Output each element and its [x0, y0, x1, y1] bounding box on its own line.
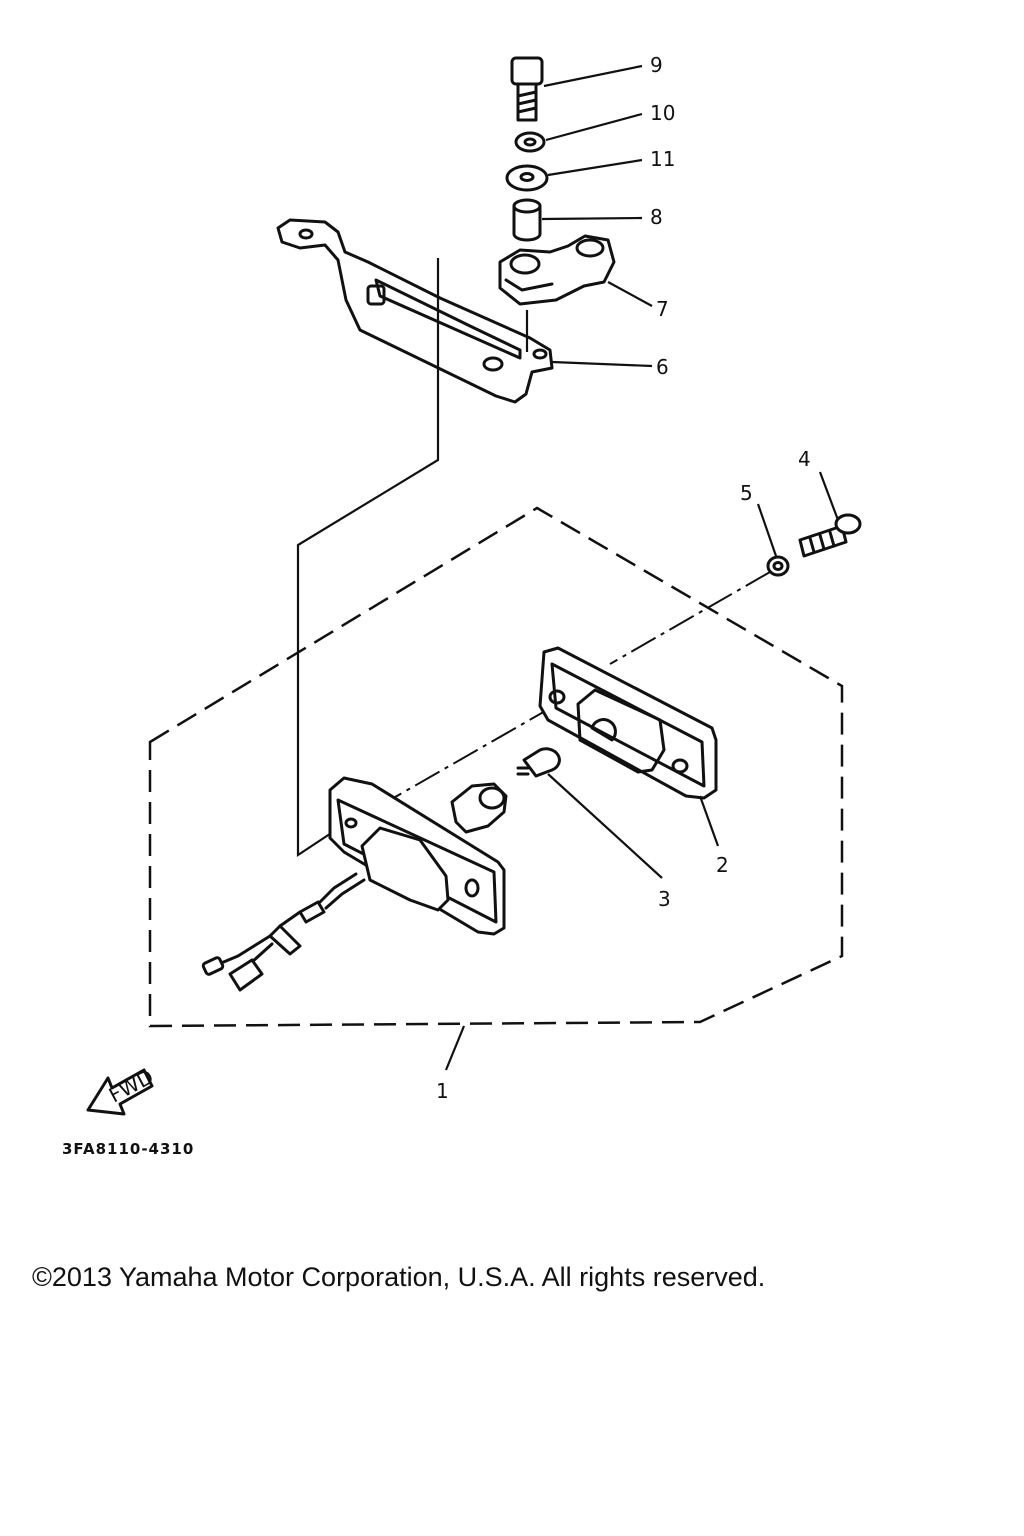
callout-7: 7: [656, 297, 669, 321]
leader-5: [756, 503, 778, 557]
side-washer: [766, 555, 790, 577]
alignment-line-upper: [609, 571, 771, 665]
leader-8: [541, 216, 643, 221]
bracket-arm: [498, 234, 616, 306]
callout-5: 5: [740, 481, 753, 505]
callout-4: 4: [798, 447, 811, 471]
leader-9: [543, 64, 643, 88]
callout-6: 6: [656, 355, 669, 379]
leader-2: [698, 795, 720, 847]
leader-6: [551, 360, 653, 368]
fwd-label: FWD: [105, 1064, 157, 1107]
lamp-bulb: [516, 747, 561, 778]
bolt-side: [798, 513, 862, 558]
callout-1: 1: [436, 1079, 449, 1103]
leader-10: [545, 112, 643, 142]
assembly-line-left: [296, 258, 440, 858]
leader-1: [444, 1025, 466, 1071]
spring-washer: [514, 131, 546, 153]
callout-9: 9: [650, 53, 663, 77]
lamp-housing: [201, 776, 508, 992]
copyright-notice: ©2013 Yamaha Motor Corporation, U.S.A. A…: [32, 1262, 766, 1292]
plain-washer: [505, 164, 549, 192]
collar: [512, 198, 542, 242]
assembly-boundary: [148, 506, 844, 1028]
leader-3: [547, 773, 663, 879]
alignment-line-lower: [389, 705, 555, 801]
fwd-arrow-icon: FWD: [86, 1064, 157, 1116]
leader-4: [818, 471, 840, 521]
leader-7: [607, 281, 653, 307]
callout-2: 2: [716, 853, 729, 877]
callout-10: 10: [650, 101, 675, 125]
callout-11: 11: [650, 147, 675, 171]
lamp-lens: [538, 646, 718, 800]
drawing-code: 3FA8110-4310: [62, 1140, 194, 1158]
bolt-top: [510, 56, 544, 122]
callout-8: 8: [650, 205, 663, 229]
callout-3: 3: [658, 887, 671, 911]
leader-11: [547, 158, 643, 177]
bracket-plate: [276, 218, 554, 404]
